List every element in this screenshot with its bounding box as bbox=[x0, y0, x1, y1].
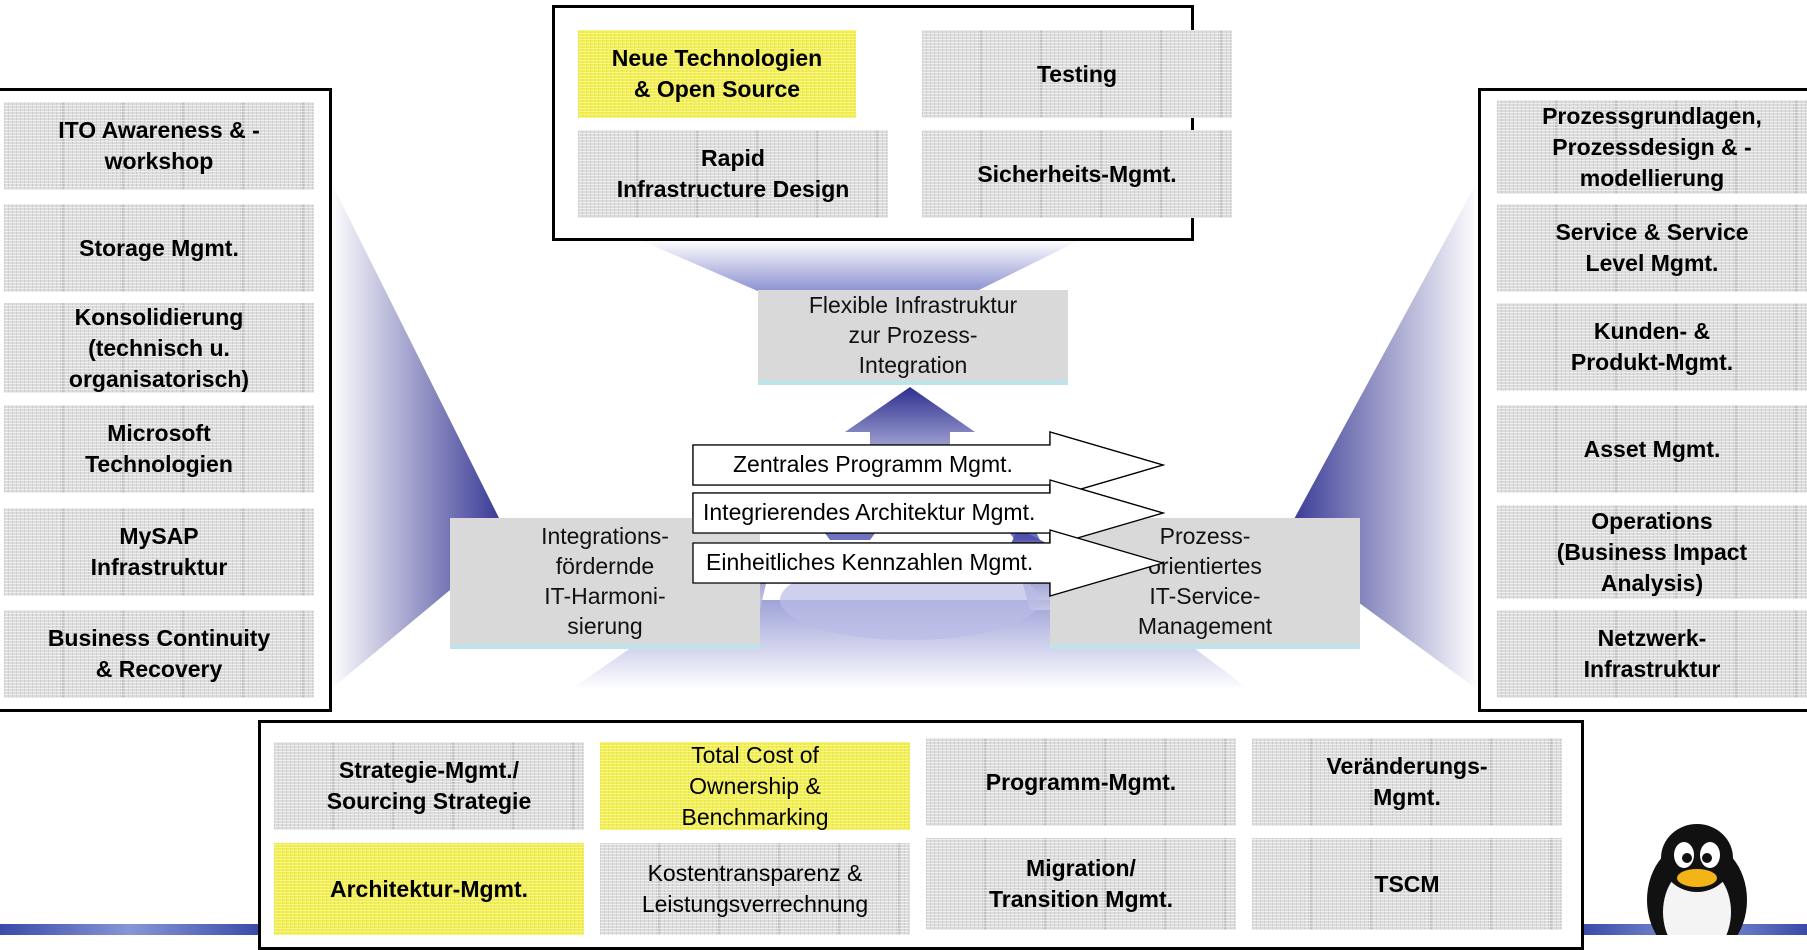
left-tile-ito-awareness: ITO Awareness & - workshop bbox=[4, 102, 314, 190]
right-tile-service-level: Service & Service Level Mgmt. bbox=[1497, 204, 1807, 292]
bottom-tile-tscm: TSCM bbox=[1252, 838, 1562, 930]
bottom-tile-programm: Programm-Mgmt. bbox=[926, 738, 1236, 826]
bottom-tile-migration: Migration/ Transition Mgmt. bbox=[926, 838, 1236, 930]
penguin-icon bbox=[1647, 824, 1747, 935]
right-tile-prozessgrundlagen: Prozessgrundlagen, Prozessdesign & - mod… bbox=[1497, 100, 1807, 194]
arrow-label-kennzahlen: Einheitliches Kennzahlen Mgmt. bbox=[706, 549, 1034, 575]
left-tile-storage: Storage Mgmt. bbox=[4, 204, 314, 292]
left-tile-business-continuity: Business Continuity & Recovery bbox=[4, 610, 314, 698]
right-tile-asset: Asset Mgmt. bbox=[1497, 405, 1807, 493]
right-tile-operations: Operations (Business Impact Analysis) bbox=[1497, 505, 1807, 599]
top-tile-new-tech: Neue Technologien & Open Source bbox=[578, 30, 856, 118]
top-tile-testing: Testing bbox=[922, 30, 1232, 118]
bottom-tile-tco: Total Cost of Ownership & Benchmarking bbox=[600, 742, 910, 830]
bottom-tile-architektur: Architektur-Mgmt. bbox=[274, 843, 584, 935]
arrow-label-programm: Zentrales Programm Mgmt. bbox=[733, 451, 1013, 477]
hub-top: Flexible Infrastruktur zur Prozess- Inte… bbox=[758, 290, 1068, 385]
right-tile-kunden-produkt: Kunden- & Produkt-Mgmt. bbox=[1497, 303, 1807, 391]
right-tile-netzwerk: Netzwerk- Infrastruktur bbox=[1497, 610, 1807, 698]
top-tile-security: Sicherheits-Mgmt. bbox=[922, 130, 1232, 218]
top-funnel bbox=[640, 240, 1080, 292]
bottom-tile-veraenderung: Veränderungs- Mgmt. bbox=[1252, 738, 1562, 826]
hub-left: Integrations- fördernde IT-Harmoni- sier… bbox=[450, 518, 760, 649]
left-tile-konsolidierung: Konsolidierung (technisch u. organisator… bbox=[4, 303, 314, 393]
top-tile-rapid-infra: Rapid Infrastructure Design bbox=[578, 130, 888, 218]
bottom-band-left bbox=[0, 924, 260, 935]
bottom-tile-strategie: Strategie-Mgmt./ Sourcing Strategie bbox=[274, 742, 584, 830]
left-group-frame bbox=[0, 88, 332, 712]
left-tile-microsoft: Microsoft Technologien bbox=[4, 405, 314, 493]
hub-right: Prozess- orientiertes IT-Service- Manage… bbox=[1050, 518, 1360, 649]
bottom-tile-kostentransparenz: Kostentransparenz & Leistungsverrechnung bbox=[600, 843, 910, 935]
arrow-label-architektur: Integrierendes Architektur Mgmt. bbox=[703, 499, 1036, 525]
left-tile-mysap: MySAP Infrastruktur bbox=[4, 508, 314, 596]
